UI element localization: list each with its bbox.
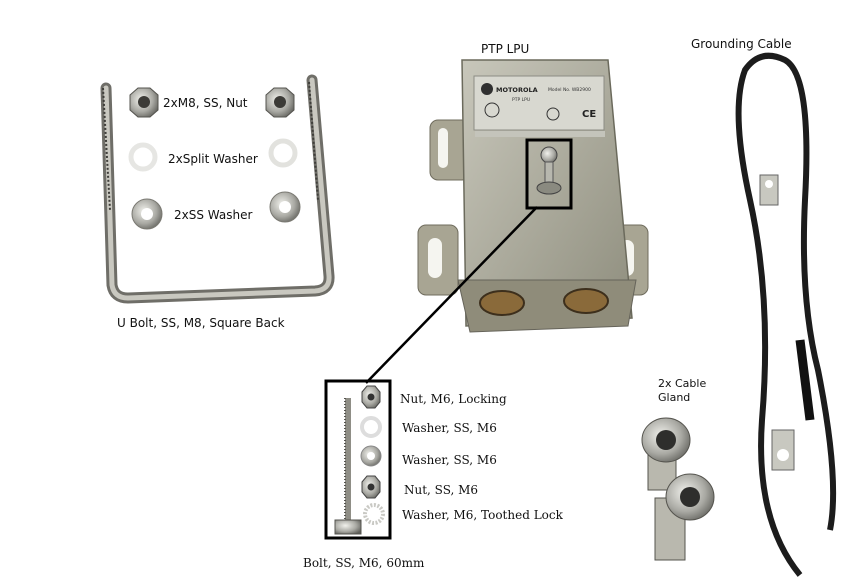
svg-text:CE: CE	[582, 109, 596, 120]
cable-lug-bottom	[772, 430, 794, 470]
bolt-label: Bolt, SS, M6, 60mm	[303, 556, 424, 570]
grounding-cable	[739, 56, 834, 575]
split-washer-right	[271, 141, 295, 165]
washer-ss-m6-label-2: Washer, SS, M6	[402, 453, 497, 467]
cable-gland-label-line1: 2x Cable	[658, 377, 706, 390]
ss-washer-label: 2xSS Washer	[174, 208, 252, 222]
cable-lug-top	[760, 175, 778, 205]
ss-washer-right	[270, 192, 300, 222]
m6-bolt	[335, 398, 361, 534]
ss-washer-left	[132, 199, 162, 229]
washer-ss-m6-label-1: Washer, SS, M6	[402, 421, 497, 435]
cable-gland-label-line2: Gland	[658, 391, 690, 404]
toothed-washer-label: Washer, M6, Toothed Lock	[402, 508, 563, 522]
u-bolt-label: U Bolt, SS, M8, Square Back	[117, 316, 285, 330]
m6-washer-2	[361, 446, 381, 466]
ce-mark: CE	[582, 109, 596, 120]
split-washer-left	[131, 145, 155, 169]
split-washer-label: 2xSplit Washer	[168, 152, 258, 166]
ptp-lpu-label: PTP LPU	[481, 42, 529, 56]
locking-nut-label: Nut, M6, Locking	[400, 392, 507, 406]
m6-toothed-washer	[365, 505, 383, 523]
m8-nut-right	[266, 88, 294, 117]
m6-nut	[362, 476, 380, 498]
m8-nut-label: 2xM8, SS, Nut	[163, 96, 248, 110]
m6-washer-1	[362, 418, 380, 436]
nut-ss-m6-label: Nut, SS, M6	[404, 483, 478, 497]
grounding-cable-label: Grounding Cable	[691, 37, 792, 51]
m8-nut-left	[130, 88, 158, 117]
m6-locking-nut	[362, 386, 380, 408]
ptp-plate-text: PTP LPU	[512, 97, 530, 103]
ptp-lpu-unit	[418, 60, 648, 332]
brand-text: MOTOROLA	[496, 86, 538, 94]
model-text: Model No. WB2900	[548, 87, 591, 93]
